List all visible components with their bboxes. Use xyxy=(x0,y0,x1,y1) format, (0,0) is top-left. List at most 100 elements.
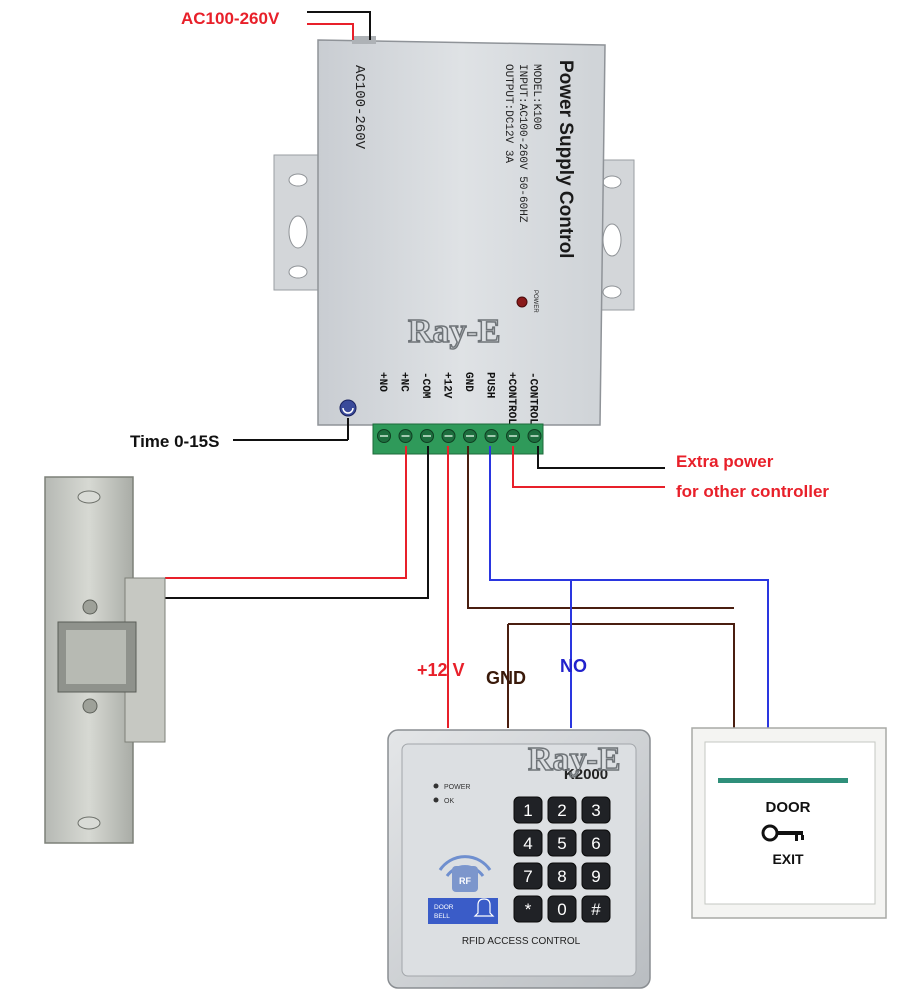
keypad-key[interactable] xyxy=(581,796,611,824)
keypad-key[interactable] xyxy=(547,829,577,857)
exit-wire-gnd xyxy=(508,623,735,728)
strike-keeper-inner xyxy=(66,630,126,684)
power-supply-unit: Power Supply Control MODEL:K100 INPUT:AC… xyxy=(273,36,635,455)
terminal-label: +CONTROL xyxy=(505,372,517,425)
extra-power-wire-neg xyxy=(537,446,665,469)
bell-icon xyxy=(473,898,495,917)
ac-input-label: AC100-260V xyxy=(181,9,280,28)
plus12v-label: +12 V xyxy=(417,660,465,680)
keypad-key-label: # xyxy=(591,900,601,919)
psu-model: MODEL:K100 xyxy=(530,64,542,130)
keypad-key[interactable] xyxy=(513,829,543,857)
terminal-label: PUSH xyxy=(484,372,496,398)
extra-power-label-2: for other controller xyxy=(676,482,829,501)
keypad-ok-label: OK xyxy=(444,798,454,805)
no-label: NO xyxy=(560,656,587,676)
terminal-label-text: +CONTROL xyxy=(505,372,517,425)
knob-mark-icon xyxy=(342,407,354,414)
keypad-model: K2000 xyxy=(564,766,608,783)
keypad-key-label: 7 xyxy=(523,867,532,886)
exit-exit-label: EXIT xyxy=(772,851,804,867)
keypad-key[interactable] xyxy=(513,862,543,890)
keypad-key[interactable] xyxy=(547,895,577,923)
keypad-key[interactable] xyxy=(581,895,611,923)
gnd-wire xyxy=(467,446,734,609)
psu-title: Power Supply Control xyxy=(555,60,576,258)
time-label: Time 0-15S xyxy=(130,432,219,451)
rf-label: RF xyxy=(459,876,471,886)
ok-indicator-icon xyxy=(433,797,439,803)
keypad-key[interactable] xyxy=(547,862,577,890)
power-indicator-icon xyxy=(433,783,439,789)
exit-indicator-strip xyxy=(718,778,848,783)
doorbell-label-1: DOOR xyxy=(434,904,454,911)
keypad-key[interactable] xyxy=(547,796,577,824)
keypad-key-label: 5 xyxy=(557,834,566,853)
keypad-key-label: 3 xyxy=(591,801,600,820)
terminal-label-text: +NO xyxy=(376,372,388,392)
ac-cord-gland xyxy=(352,36,376,44)
keypad-key[interactable] xyxy=(581,829,611,857)
keypad-key-label: 6 xyxy=(591,834,600,853)
mount-hole xyxy=(288,173,308,187)
power-led-label: POWER xyxy=(532,290,538,313)
terminal-label-text: GND xyxy=(462,372,474,392)
terminal-label: +12V xyxy=(441,372,453,399)
doorbell-button[interactable] xyxy=(428,898,498,924)
exit-button-face[interactable] xyxy=(704,741,876,905)
terminal-label-text: PUSH xyxy=(484,372,496,398)
screw-icon xyxy=(82,698,98,714)
ac-wire-neutral xyxy=(307,11,371,40)
wiring xyxy=(165,11,769,728)
keypad-key-label: 4 xyxy=(523,834,532,853)
keypad-key[interactable] xyxy=(513,895,543,923)
rf-card-icon xyxy=(452,866,478,892)
terminal-labels: +NO +NC -COM +12V GND PUSH +CONTROL -CONTROL xyxy=(376,372,539,425)
terminal-label: -CONTROL xyxy=(527,372,539,425)
screw-hole xyxy=(77,816,101,830)
power-supply-body xyxy=(317,39,606,426)
door-exit-button: DOOR EXIT xyxy=(691,727,887,919)
key-icon xyxy=(761,824,804,842)
lock-wire-black xyxy=(165,446,429,599)
keypad-key[interactable] xyxy=(513,796,543,824)
terminal-screws xyxy=(377,429,542,443)
terminal-label: GND xyxy=(462,372,474,392)
exit-door-label: DOOR xyxy=(766,799,811,816)
keypad-key-label: * xyxy=(525,900,532,919)
screw-icon xyxy=(82,599,98,615)
keypad-caption: RFID ACCESS CONTROL xyxy=(462,936,581,947)
lock-wire-red xyxy=(165,446,407,579)
electric-strike-lock xyxy=(44,476,166,844)
psu-side-label: AC100-260V xyxy=(351,65,367,150)
terminal-label: -COM xyxy=(419,372,431,399)
terminal-label-text: +12V xyxy=(441,372,453,399)
push-wire xyxy=(489,446,769,728)
mount-hole xyxy=(602,285,622,299)
keypad-key[interactable] xyxy=(581,862,611,890)
mount-hole xyxy=(288,215,308,249)
psu-output: OUTPUT:DC12V 3A xyxy=(502,64,514,163)
terminal-label: +NC xyxy=(398,372,410,392)
terminal-label-text: -COM xyxy=(419,372,431,399)
watermark-bottom: Ray-E xyxy=(528,741,621,778)
mount-hole xyxy=(602,175,622,189)
mount-hole xyxy=(288,265,308,279)
watermark-top: Ray-E xyxy=(408,313,501,350)
gnd-label: GND xyxy=(486,668,526,688)
keypad-key-label: 9 xyxy=(591,867,600,886)
screw-hole xyxy=(77,490,101,504)
mount-hole xyxy=(602,223,622,257)
extra-power-wire-pos xyxy=(512,446,665,488)
keypad-key-label: 2 xyxy=(557,801,566,820)
doorbell-label-2: BELL xyxy=(434,913,450,920)
psu-input: INPUT:AC100-260V 50-60HZ xyxy=(516,64,528,223)
ac-wire-live xyxy=(307,23,354,40)
keypad-key-label: 0 xyxy=(557,900,566,919)
extra-power-label: Extra power xyxy=(676,452,774,471)
keypad-key-label: 8 xyxy=(557,867,566,886)
terminal-label-text: +NC xyxy=(398,372,410,392)
